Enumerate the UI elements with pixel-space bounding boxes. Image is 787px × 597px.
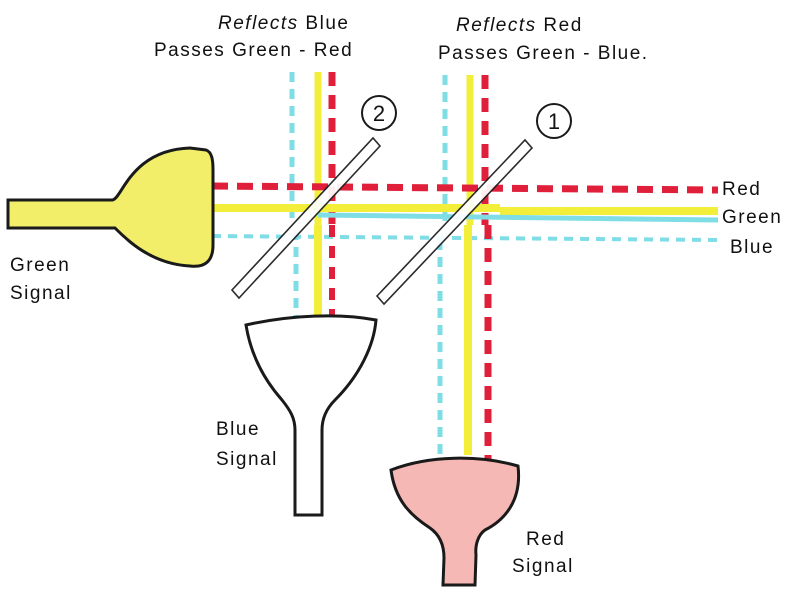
blue-signal-label-line2: Signal [216, 449, 278, 470]
beams-bottom [293, 225, 492, 460]
mirror-1-header-line1: Reflects Red [456, 14, 583, 38]
tubes [6, 146, 521, 587]
blue-beam-h-upper [317, 212, 719, 223]
mirror-2-header-line2: Passes Green - Red [154, 40, 354, 61]
green-signal-label-line1: Green [10, 255, 71, 276]
output-label-blue: Blue [730, 237, 775, 258]
mirror-2 [230, 136, 382, 300]
mirror-1-reflects-word: Reflects [456, 15, 537, 36]
blue-signal-label-line1: Blue [216, 419, 261, 440]
mirror-1-number: 1 [548, 109, 560, 134]
mirror-2-number: 2 [373, 101, 385, 126]
red-signal-label-line1: Red [526, 529, 566, 550]
mirror-2-header-line1: Reflects Blue [218, 12, 349, 36]
red-beam-h [211, 182, 719, 194]
red-signal-tube [389, 456, 521, 587]
mirror-2-reflects-word: Reflects [218, 13, 299, 34]
green-signal-tube [6, 146, 215, 268]
mirror-1-header-line2: Passes Green - Blue. [438, 43, 649, 64]
output-label-red: Red [722, 179, 762, 200]
mirror-2-number-circle [361, 95, 397, 131]
green-signal-label-line2: Signal [10, 283, 72, 304]
mirror-1-reflects-color: Red [536, 15, 583, 36]
mirror-1 [375, 138, 534, 306]
mirror-2-reflects-color: Blue [298, 13, 350, 34]
beams-top [289, 72, 489, 225]
mirror-1-number-circle [536, 103, 572, 139]
output-label-green: Green [722, 207, 783, 228]
red-signal-label-line2: Signal [512, 556, 574, 577]
mirrors: 2 1 [230, 95, 572, 306]
blue-signal-tube [244, 314, 378, 517]
